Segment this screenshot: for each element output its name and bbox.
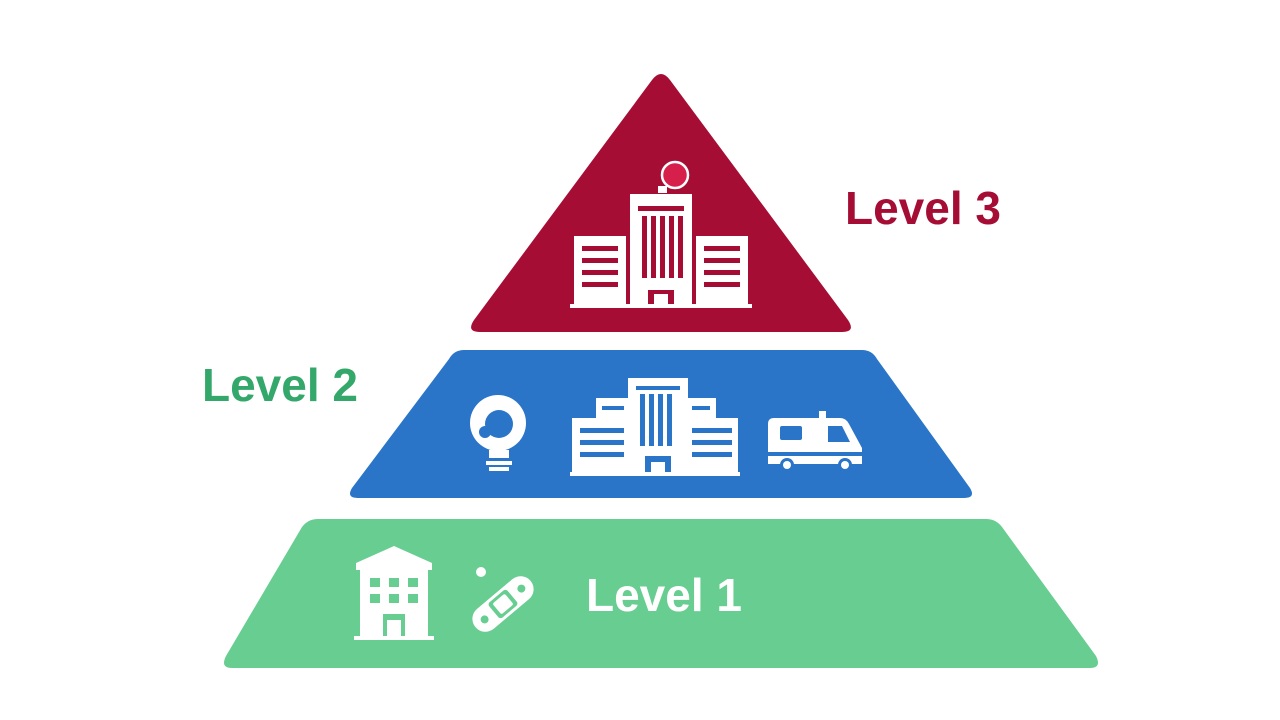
pyramid-tier-bottom <box>224 519 1098 668</box>
tier-bottom-shape <box>224 519 1098 668</box>
level-2-label: Level 2 <box>202 359 358 411</box>
bandage-icon <box>472 576 534 632</box>
level-1-label: Level 1 <box>586 569 742 621</box>
level-3-label: Level 3 <box>845 182 1001 234</box>
dot-icon <box>476 567 486 577</box>
hospital-icon <box>570 160 752 308</box>
alert-beacon-icon <box>660 160 690 190</box>
pyramid-tier-middle <box>350 350 972 498</box>
hospital-icon <box>570 378 740 476</box>
pyramid-tier-top <box>471 74 851 332</box>
clinic-icon <box>354 546 434 640</box>
lightbulb-icon <box>470 395 526 471</box>
ambulance-icon <box>768 411 862 472</box>
